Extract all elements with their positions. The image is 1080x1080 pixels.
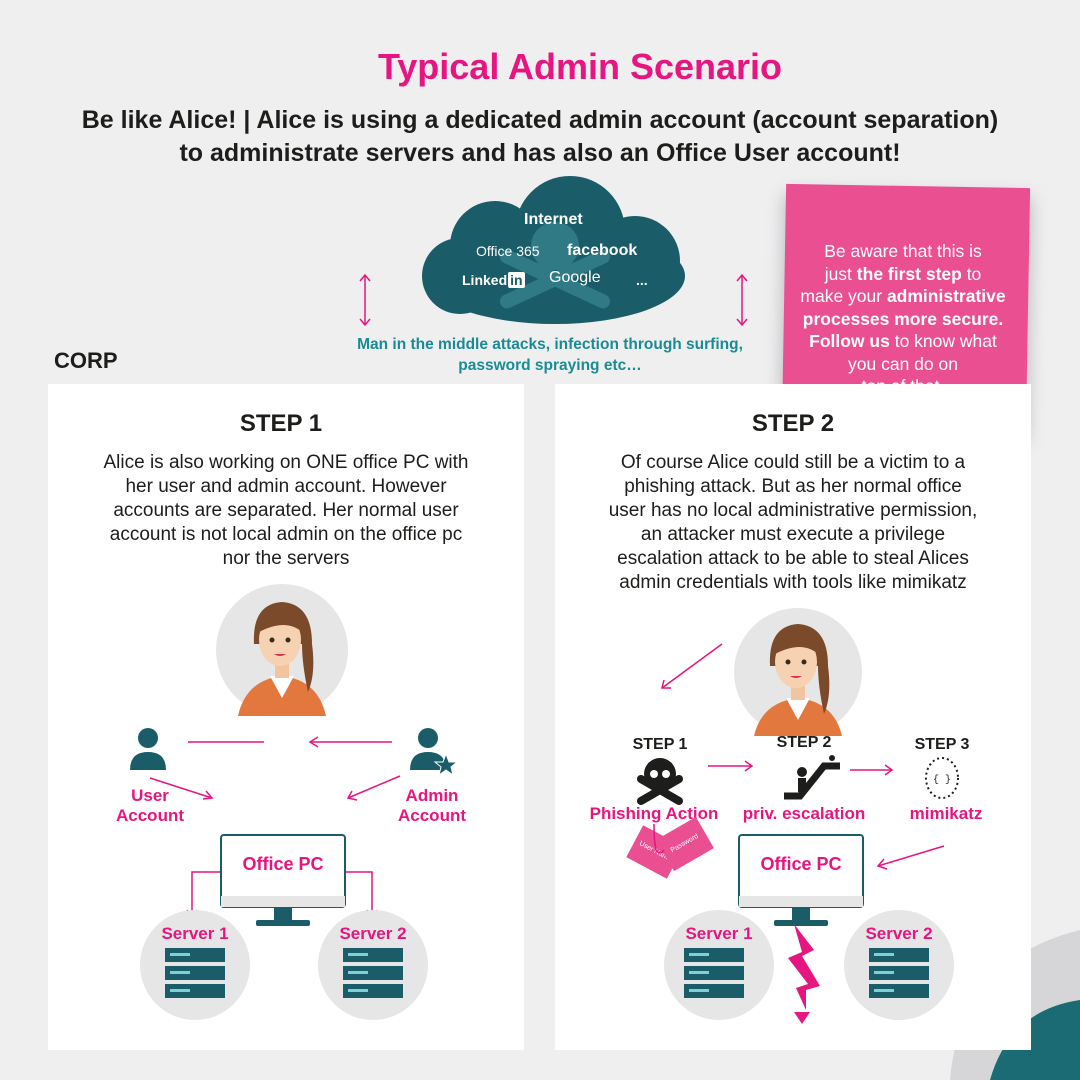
alice-avatar-step2 bbox=[734, 608, 862, 736]
step1-panel bbox=[48, 384, 524, 1050]
admin-account-label: Admin Account bbox=[392, 786, 472, 826]
sticky-note-text: Be aware that this is just the first ste… bbox=[796, 240, 1010, 398]
arrow-head bbox=[346, 790, 358, 801]
phishing-hook bbox=[653, 823, 665, 854]
step1-text-line: Alice is also working on ONE office PC w… bbox=[103, 452, 469, 473]
internet-cloud bbox=[422, 176, 685, 324]
note-line-5b: to know what bbox=[889, 331, 997, 351]
note-line-2c: to bbox=[961, 263, 982, 284]
step2-text-line: Of course Alice could still be a victim … bbox=[620, 452, 966, 473]
server1-icon-step2 bbox=[664, 910, 774, 1020]
subtitle-line-1: Be like Alice! | Alice is using a dedica… bbox=[81, 106, 999, 134]
pc-to-server1-connector bbox=[191, 871, 222, 918]
corp-label: CORP bbox=[54, 348, 118, 373]
step2-text-line: admin credentials with tools like mimika… bbox=[619, 572, 967, 593]
substep3-heading: STEP 3 bbox=[914, 736, 970, 753]
note-line-2: just the first step to bbox=[796, 263, 1010, 286]
arrow-line bbox=[347, 775, 401, 799]
note-line-1: Be aware that this is bbox=[824, 241, 982, 261]
escalator-icon bbox=[784, 755, 840, 800]
office365-logo: Office 365 bbox=[476, 243, 540, 259]
note-line-4: processes more secure. bbox=[796, 308, 1010, 331]
mimikatz-icon: { } bbox=[925, 757, 959, 799]
arrow-head bbox=[884, 764, 894, 776]
step2-text-line: phishing attack. But as her normal offic… bbox=[624, 476, 962, 497]
arrow-head bbox=[202, 790, 214, 800]
page-subtitle: Be like Alice! | Alice is using a dedica… bbox=[20, 104, 1060, 170]
user-account-label-line: Account bbox=[116, 806, 184, 825]
facebook-logo: facebook bbox=[567, 242, 638, 259]
double-arrow-icon-left bbox=[359, 273, 371, 327]
user-account-label: User Account bbox=[110, 786, 190, 826]
note-line-6: you can do on bbox=[848, 353, 958, 374]
google-logo: Google bbox=[549, 269, 601, 286]
step2-text: Of course Alice could still be a victim … bbox=[555, 451, 1031, 595]
note-line-3a: make your bbox=[800, 286, 887, 306]
server1-icon bbox=[140, 910, 250, 1020]
server2-icon bbox=[318, 910, 428, 1020]
server2-label-step2: Server 2 bbox=[865, 924, 933, 943]
admin-account-label-line: Account bbox=[398, 806, 466, 825]
linkedin-wordmark: Linked bbox=[462, 272, 508, 288]
office-pc-monitor bbox=[220, 834, 346, 926]
threat-line-1: Man in the middle attacks, infection thr… bbox=[357, 336, 743, 353]
note-line-2b: the first step bbox=[856, 263, 962, 284]
cloud-title: Internet bbox=[524, 211, 583, 228]
step1-text-line: accounts are separated. Her normal user bbox=[113, 500, 459, 521]
substep3-label: mimikatz bbox=[909, 804, 983, 823]
arrow-head bbox=[661, 679, 671, 689]
substep2-heading: STEP 2 bbox=[776, 734, 832, 751]
user-account-icon bbox=[130, 728, 166, 770]
step1-text: Alice is also working on ONE office PC w… bbox=[48, 451, 524, 571]
linkedin-in-badge: in bbox=[508, 272, 525, 288]
substep1-heading: STEP 1 bbox=[632, 736, 688, 753]
admin-account-icon bbox=[410, 728, 458, 776]
step1-text-line: nor the servers bbox=[222, 548, 350, 569]
lightning-bolt-icon bbox=[788, 924, 820, 1024]
note-line-2a: just bbox=[824, 263, 857, 284]
server1-label-step2: Server 1 bbox=[685, 924, 753, 943]
arrow-line bbox=[149, 777, 213, 799]
pc-to-server2-connector bbox=[342, 871, 373, 918]
skull-crossbones-icon bbox=[499, 222, 611, 309]
arrow-head bbox=[308, 736, 319, 748]
step1-text-line: account is not local admin on the office… bbox=[109, 524, 463, 545]
note-follow-us: Follow us bbox=[809, 331, 890, 351]
server2-label: Server 2 bbox=[339, 924, 407, 943]
svg-text:{ }: { } bbox=[933, 774, 951, 786]
substep1-label: Phishing Action bbox=[589, 804, 719, 823]
step2-heading: STEP 2 bbox=[751, 410, 835, 437]
step2-text-line: user has no local administrative permiss… bbox=[608, 500, 978, 521]
server2-icon-step2 bbox=[844, 910, 954, 1020]
threat-line-2: password spraying etc… bbox=[458, 357, 642, 374]
office-pc-monitor-step2 bbox=[738, 834, 864, 926]
double-arrow-icon-right bbox=[736, 273, 748, 327]
note-line-4b: processes more secure. bbox=[802, 308, 1004, 329]
user-account-label-line: User bbox=[131, 786, 169, 805]
arrow-line bbox=[661, 643, 723, 689]
office-pc-label-step2: Office PC bbox=[760, 854, 842, 874]
threat-description: Man in the middle attacks, infection thr… bbox=[330, 334, 770, 376]
phishing-skull-icon bbox=[636, 758, 684, 805]
alice-avatar bbox=[216, 584, 348, 716]
step2-text-line: escalation attack to be able to steal Al… bbox=[617, 548, 969, 569]
arrow-head bbox=[876, 858, 888, 870]
subtitle-line-2: to administrate servers and has also an … bbox=[179, 139, 901, 167]
note-line-5: Follow us to know what bbox=[796, 330, 1010, 353]
admin-account-label-line: Admin bbox=[405, 786, 459, 805]
note-line-3: make your administrative bbox=[796, 285, 1010, 308]
arrow-line bbox=[877, 845, 945, 867]
step1-heading: STEP 1 bbox=[239, 410, 323, 437]
office-pc-label: Office PC bbox=[242, 854, 324, 874]
step2-text-line: an attacker must execute a privilege bbox=[640, 524, 946, 545]
more-services: ... bbox=[636, 272, 648, 288]
step1-text-line: her user and admin account. However bbox=[125, 476, 447, 497]
server1-label: Server 1 bbox=[161, 924, 229, 943]
page-title: Typical Admin Scenario bbox=[377, 46, 783, 87]
note-line-3b: administrative bbox=[886, 286, 1006, 306]
substep2-label: priv. escalation bbox=[742, 804, 866, 823]
arrow-head bbox=[744, 760, 754, 772]
